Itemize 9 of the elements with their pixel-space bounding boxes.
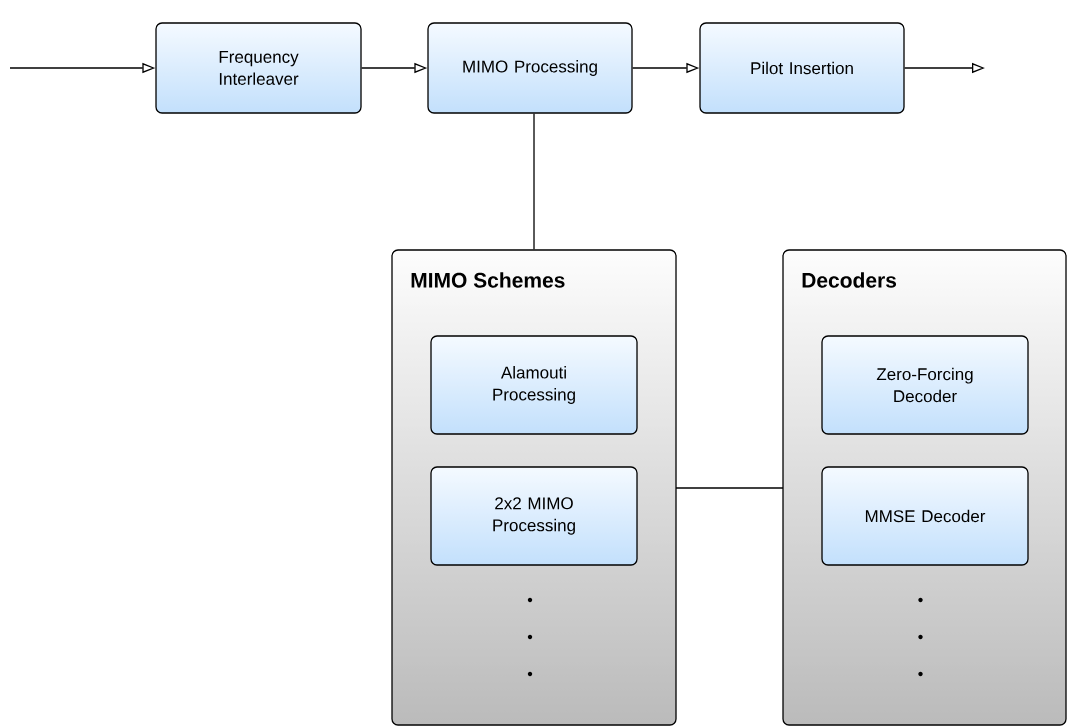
process-box: Pilot Insertion	[699, 22, 905, 114]
connector-line	[533, 113, 535, 250]
process-box: 2x2 MIMO Processing	[430, 466, 638, 566]
process-box: MMSE Decoder	[821, 466, 1029, 566]
connector-line	[675, 487, 784, 489]
process-box: Zero-Forcing Decoder	[821, 335, 1029, 435]
process-box: Alamouti Processing	[430, 335, 638, 435]
process-box: Frequency Interleaver	[155, 22, 362, 114]
process-box: MIMO Processing	[427, 22, 633, 114]
